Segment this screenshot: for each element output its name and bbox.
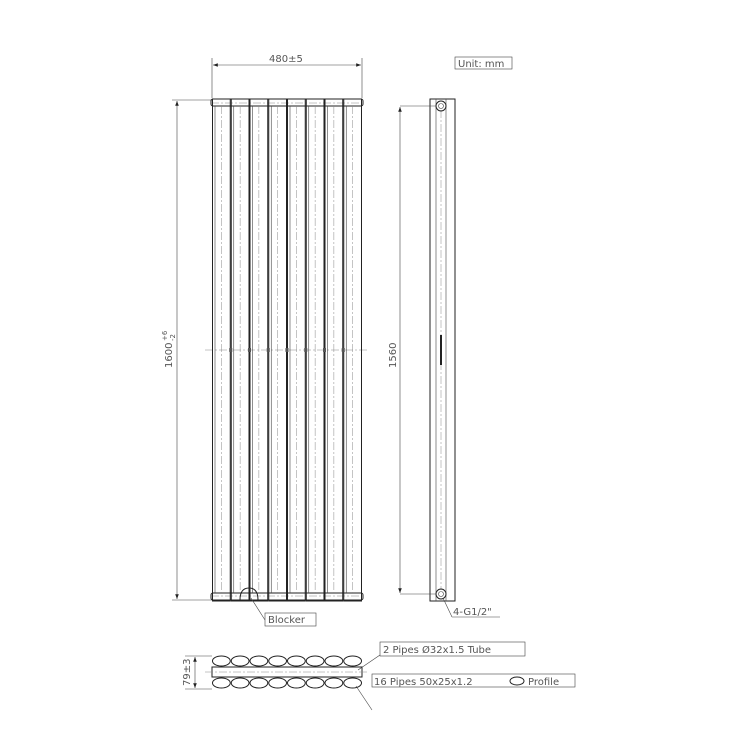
- profile-pipe-section: [212, 655, 231, 667]
- side-view: [429, 98, 456, 602]
- profile-pipe-section: [287, 677, 306, 689]
- blocker: Blocker: [239, 587, 317, 627]
- height-dimension: 1600 +6 -2: [161, 99, 212, 601]
- column-joint: [341, 348, 345, 352]
- profile-pipe-section: [249, 655, 269, 667]
- column-joint: [248, 348, 251, 352]
- unit-label: Unit: mm: [454, 56, 513, 70]
- profile-pipe-section: [305, 655, 325, 667]
- profile-pipe-section: [324, 677, 344, 689]
- svg-text:2 Pipes Ø32x1.5 Tube: 2 Pipes Ø32x1.5 Tube: [383, 644, 491, 656]
- svg-text:16 Pipes 50x25x1.2: 16 Pipes 50x25x1.2: [374, 677, 473, 688]
- svg-text:Unit: mm: Unit: mm: [458, 59, 504, 70]
- front-view: [205, 98, 368, 602]
- depth-dimension: 79±3: [182, 655, 212, 690]
- profile-pipe-section: [230, 655, 250, 667]
- tube-label: 2 Pipes Ø32x1.5 Tube: [357, 641, 526, 671]
- profile-label: 16 Pipes 50x25x1.2 Profile: [355, 673, 576, 711]
- svg-text:-2: -2: [169, 334, 177, 341]
- profile-pipe-section: [249, 677, 269, 689]
- profile-pipe-section: [324, 655, 344, 667]
- profile-pipe-section: [305, 677, 325, 689]
- column-joint: [285, 348, 289, 352]
- column-joint: [229, 348, 233, 352]
- svg-text:1600: 1600: [164, 343, 175, 368]
- svg-text:Profile: Profile: [528, 677, 559, 688]
- centres-dimension: 1560: [388, 105, 436, 595]
- column-joint: [304, 348, 308, 352]
- svg-text:480±5: 480±5: [269, 54, 303, 65]
- svg-text:4-G1/2": 4-G1/2": [453, 607, 492, 618]
- width-dimension: 480±5: [211, 54, 363, 98]
- svg-text:+6: +6: [161, 330, 169, 341]
- profile-pipe-section: [343, 655, 362, 667]
- column-joint: [266, 348, 270, 352]
- profile-pipe-section: [268, 655, 287, 667]
- profile-pipe-section: [230, 677, 250, 689]
- column-joint: [323, 348, 326, 352]
- svg-text:79±3: 79±3: [182, 659, 193, 686]
- profile-pipe-section: [268, 677, 287, 689]
- profile-pipe-section: [343, 677, 362, 689]
- svg-text:Blocker: Blocker: [268, 615, 306, 626]
- connection-label: 4-G1/2": [442, 597, 500, 618]
- profile-pipe-section: [287, 655, 306, 667]
- plan-view: [205, 655, 368, 689]
- svg-text:1560: 1560: [388, 343, 399, 368]
- profile-pipe-section: [212, 677, 231, 689]
